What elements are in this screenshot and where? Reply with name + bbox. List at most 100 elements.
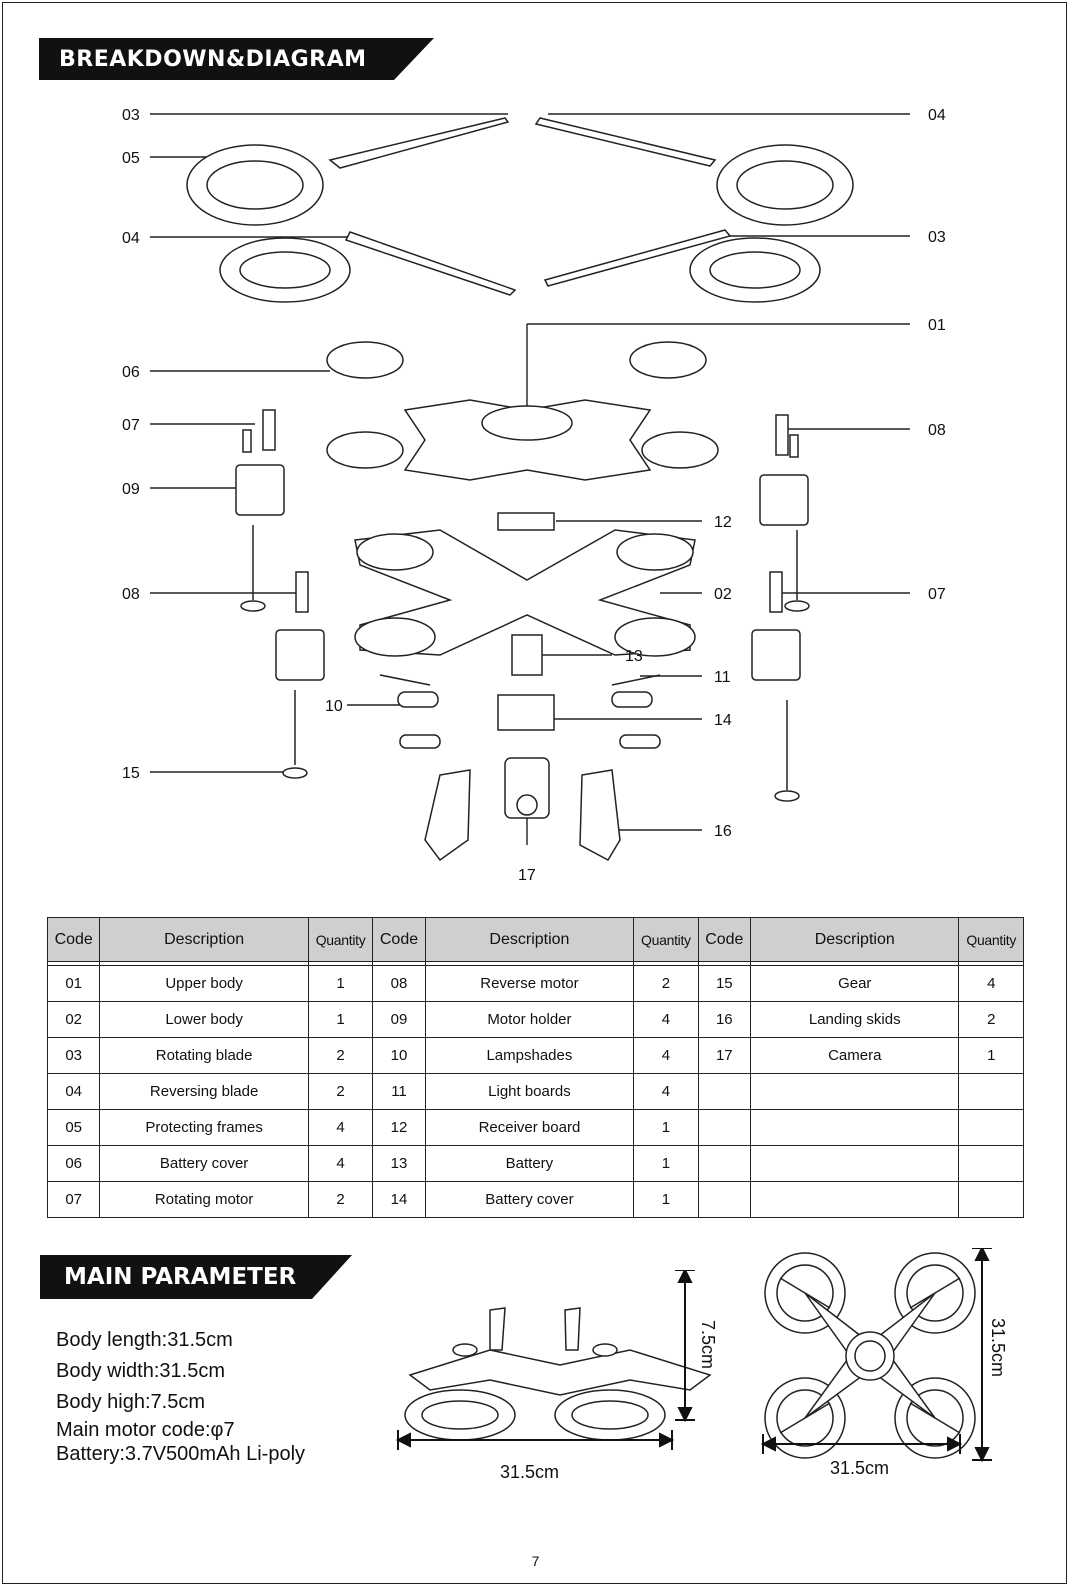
callout-03-mid: 03 [928,229,946,246]
param-body-high: Body high:7.5cm [56,1391,205,1413]
callout-14: 14 [714,712,732,729]
callout-09: 09 [122,481,140,498]
parts-table: Code Description Quantity Code Descripti… [46,917,1024,1218]
callout-04-top: 04 [928,107,946,124]
cell-quantity: 1 [633,1145,699,1182]
callout-05: 05 [122,150,140,167]
side-view-diagram: 7.5cm 31.5cm [395,1270,718,1482]
cell-description: Upper body [99,965,309,1002]
cell-description: Gear [749,965,960,1002]
cell-code: 05 [46,1109,101,1146]
side-height-label: 7.5cm [698,1320,718,1369]
param-battery: Battery:3.7V500mAh Li-poly [56,1443,306,1465]
cell-description: Light boards [424,1073,635,1110]
cell-description: Rotating blade [99,1037,309,1074]
cell-quantity: 4 [633,1073,699,1110]
callout-11: 11 [714,669,731,686]
cell-quantity [958,1109,1024,1146]
cell-code: 10 [372,1037,426,1074]
cell-description: Rotating motor [99,1181,309,1218]
cell-quantity: 2 [307,1037,374,1074]
table-header-row: Code Description Quantity Code Descripti… [46,917,1024,962]
cell-code: 15 [697,965,752,1002]
cell-code: 08 [372,965,426,1002]
cell-description: Lower body [99,1001,309,1038]
callout-07-left: 07 [122,417,140,434]
cell-quantity: 4 [307,1145,374,1182]
callout-17: 17 [518,867,536,884]
header-description: Description [749,917,960,962]
cell-description: Battery [424,1145,635,1182]
header-description: Description [424,917,635,962]
cell-code: 12 [372,1109,426,1146]
cell-quantity: 2 [958,1001,1024,1038]
callout-07-right: 07 [928,586,946,603]
cell-code [697,1181,752,1218]
cell-quantity: 4 [633,1001,699,1038]
cell-code [697,1145,752,1182]
cell-quantity: 2 [307,1181,374,1218]
top-view-diagram: 31.5cm 31.5cm [760,1248,1008,1478]
param-body-width: Body width:31.5cm [56,1360,225,1382]
exploded-diagram: 03 04 05 04 03 01 06 07 08 09 12 08 02 0… [122,107,946,884]
cell-code: 01 [46,965,101,1002]
cell-code: 03 [46,1037,101,1074]
header-code: Code [697,917,752,962]
breakdown-diagram-title: BREAKDOWN&DIAGRAM [59,47,367,72]
cell-description: Battery cover [99,1145,309,1182]
cell-quantity: 2 [633,965,699,1002]
callout-08-right: 08 [928,422,946,439]
cell-description: Lampshades [424,1037,635,1074]
cell-description: Motor holder [424,1001,635,1038]
callout-01: 01 [928,317,946,334]
cell-quantity: 1 [633,1181,699,1218]
cell-quantity [958,1073,1024,1110]
callout-15: 15 [122,765,140,782]
header-code: Code [46,917,101,962]
cell-code: 16 [697,1001,752,1038]
cell-description: Reversing blade [99,1073,309,1110]
cell-description [749,1073,960,1110]
cell-description: Landing skids [749,1001,960,1038]
header-quantity: Quantity [633,917,699,962]
main-parameter-title: MAIN PARAMETER [64,1264,297,1290]
main-parameter-banner: MAIN PARAMETER [40,1255,352,1299]
cell-description [749,1181,960,1218]
cell-quantity [958,1181,1024,1218]
cell-code: 17 [697,1037,752,1074]
cell-description [749,1145,960,1182]
side-width-label: 31.5cm [500,1462,559,1482]
cell-code: 07 [46,1181,101,1218]
cell-description: Receiver board [424,1109,635,1146]
cell-code: 11 [372,1073,426,1110]
cell-code: 04 [46,1073,101,1110]
cell-code: 06 [46,1145,101,1182]
page-number: 7 [531,1553,540,1569]
cell-quantity: 1 [633,1109,699,1146]
cell-code [697,1073,752,1110]
callout-16: 16 [714,823,732,840]
header-code: Code [372,917,426,962]
callout-08-left: 08 [122,586,140,603]
cell-description: Battery cover [424,1181,635,1218]
callout-03-top: 03 [122,107,140,124]
cell-quantity: 4 [958,965,1024,1002]
cell-quantity: 1 [307,965,374,1002]
cell-code: 02 [46,1001,101,1038]
cell-quantity: 1 [307,1001,374,1038]
param-main-motor: Main motor code:φ7 [56,1419,235,1441]
header-description: Description [99,917,309,962]
callout-10: 10 [325,698,343,715]
breakdown-diagram-banner: BREAKDOWN&DIAGRAM [39,38,434,80]
header-quantity: Quantity [307,917,374,962]
header-quantity: Quantity [958,917,1024,962]
callout-02: 02 [714,586,732,603]
parameter-list: Body length:31.5cm Body width:31.5cm Bod… [56,1325,305,1466]
cell-description [749,1109,960,1146]
cell-quantity: 2 [307,1073,374,1110]
